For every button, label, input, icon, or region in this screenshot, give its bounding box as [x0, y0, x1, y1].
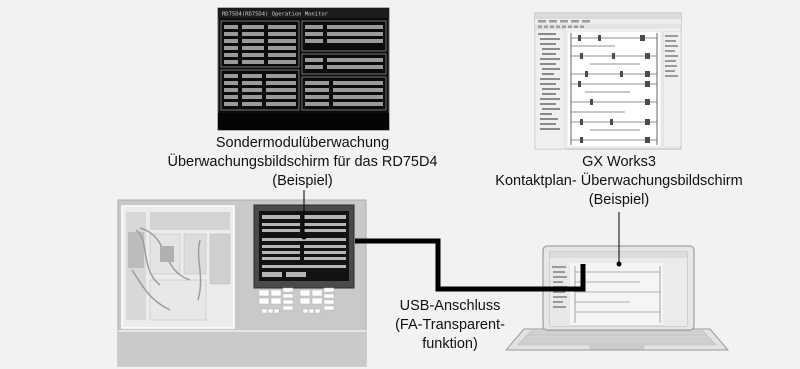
module-monitor-caption-line1: Sondermodulüberwachung — [215, 135, 390, 151]
module-monitor-caption: Sondermodulüberwachung Überwachungsbilds… — [110, 134, 495, 191]
usb-cable — [355, 238, 586, 292]
gx-works-caption-line3: (Beispiel) — [588, 192, 650, 208]
gx-works-caption-line2: Kontaktplan- Überwachungsbildschirm — [495, 173, 743, 189]
usb-caption-line1: USB-Anschluss — [399, 298, 501, 314]
module-monitor-caption-line3: (Beispiel) — [272, 173, 333, 189]
operation-monitor-header: RD75D4(RD75D4) Operation Monitor — [222, 12, 329, 18]
control-cabinet — [117, 199, 367, 367]
laptop-leader-dot — [616, 261, 622, 267]
operation-monitor-screenshot: RD75D4(RD75D4) Operation Monitor — [217, 7, 390, 131]
ladder-monitor-screenshot — [534, 12, 682, 150]
usb-caption-line2: (FA-Transparent- — [395, 317, 505, 333]
usb-connection-caption: USB-Anschluss (FA-Transparent- funktion) — [375, 297, 525, 354]
usb-caption-line3: funktion) — [422, 336, 478, 352]
laptop — [504, 245, 730, 351]
hmi-leader-dot — [301, 234, 307, 240]
cabinet-push-buttons — [258, 287, 335, 314]
module-monitor-caption-line2: Überwachungsbildschirm für das RD75D4 — [167, 154, 438, 170]
gx-works-caption-line1: GX Works3 — [582, 154, 656, 170]
cabinet-interior-image — [121, 205, 235, 329]
gx-works-caption: GX Works3 Kontaktplan- Überwachungsbilds… — [450, 153, 788, 210]
